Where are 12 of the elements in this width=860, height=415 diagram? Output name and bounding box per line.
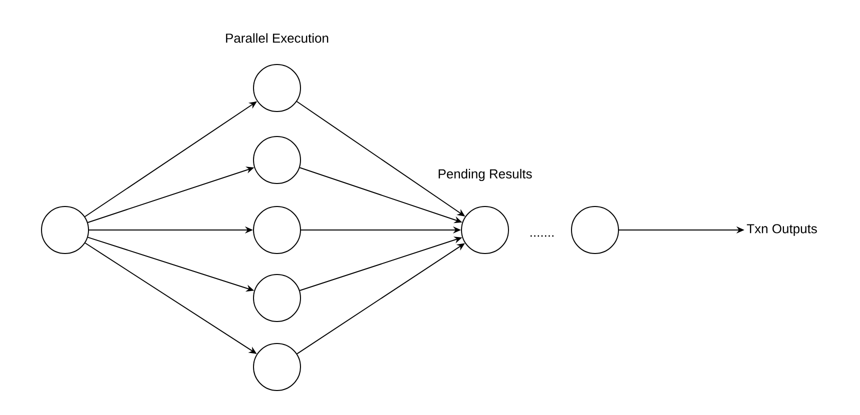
circle — [253, 274, 301, 322]
output-text: Txn Outputs — [746, 224, 817, 236]
circle — [253, 136, 301, 184]
circle — [253, 64, 301, 112]
circle — [41, 206, 90, 254]
circle — [253, 206, 301, 254]
circle — [571, 206, 619, 254]
circle — [461, 206, 509, 254]
column-heading: Parallel Execution — [226, 33, 328, 43]
column-heading: Pending Results — [438, 168, 532, 182]
ellipsis-text: ....... — [530, 235, 554, 237]
circle — [253, 342, 301, 391]
